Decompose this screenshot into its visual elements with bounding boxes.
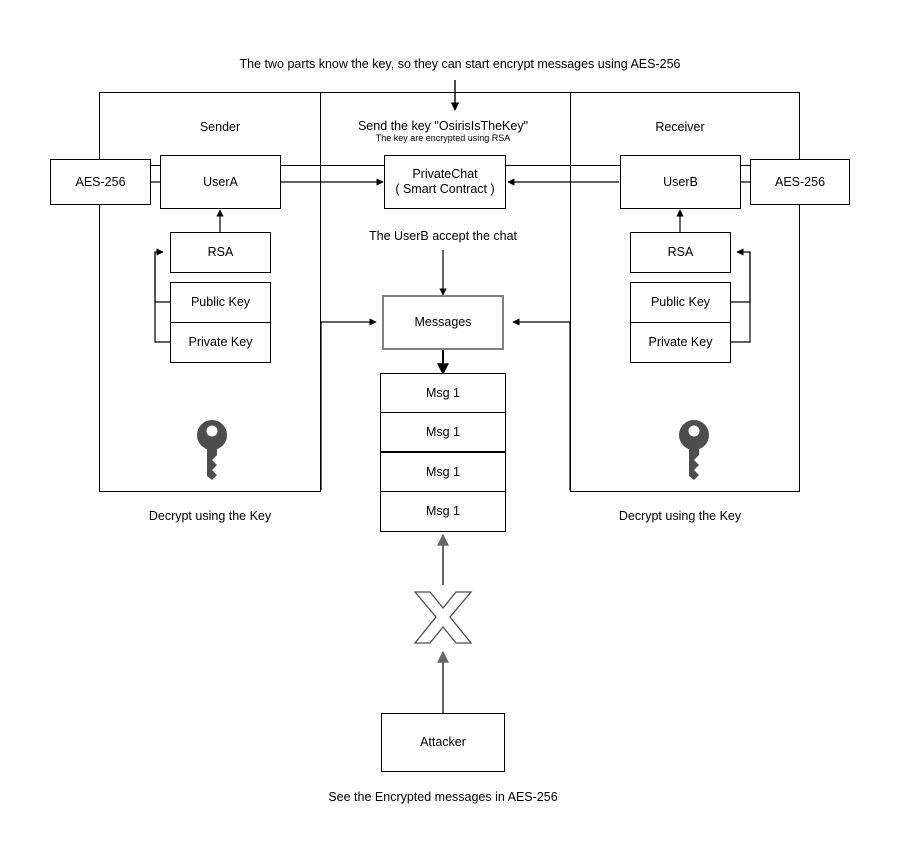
list-item[interactable]: Msg 1: [380, 491, 506, 532]
sender-label: Sender: [199, 120, 241, 134]
decrypt-left-caption: Decrypt using the Key: [148, 509, 272, 523]
x-cross-icon: [413, 591, 473, 644]
aes-256-left-box[interactable]: AES-256: [50, 159, 151, 205]
private-key-left-label: Private Key: [188, 335, 253, 349]
top-caption: The two parts know the key, so they can …: [239, 57, 681, 71]
messages-box[interactable]: Messages: [382, 295, 504, 350]
accept-chat-caption: The UserB accept the chat: [369, 229, 517, 243]
msg-label: Msg 1: [425, 424, 461, 439]
user-a-box[interactable]: UserA: [160, 155, 281, 209]
aes-256-left-label: AES-256: [75, 174, 126, 189]
send-key-subcaption: The key are encrypted using RSA: [375, 133, 511, 143]
msg-label: Msg 1: [425, 504, 461, 518]
rsa-right-box[interactable]: RSA: [630, 232, 731, 273]
receiver-group-frame: [570, 92, 800, 492]
decrypt-right-caption: Decrypt using the Key: [618, 509, 742, 523]
private-key-left-box[interactable]: Private Key: [170, 322, 271, 363]
public-key-left-label: Public Key: [190, 295, 251, 309]
aes-256-right-box[interactable]: AES-256: [750, 159, 850, 205]
user-a-label: UserA: [203, 174, 238, 189]
receiver-label: Receiver: [655, 120, 705, 134]
rsa-right-label: RSA: [667, 245, 694, 259]
private-chat-box[interactable]: PrivateChat ( Smart Contract ): [384, 155, 506, 209]
list-item[interactable]: Msg 1: [380, 373, 506, 413]
user-b-box[interactable]: UserB: [620, 155, 741, 209]
rsa-left-box[interactable]: RSA: [170, 232, 271, 273]
bottom-caption: See the Encrypted messages in AES-256: [328, 790, 558, 804]
list-item[interactable]: Msg 1: [380, 452, 506, 492]
key-icon-right: [677, 418, 711, 487]
private-key-right-label: Private Key: [648, 335, 713, 349]
aes-256-right-label: AES-256: [774, 174, 826, 189]
messages-label: Messages: [414, 315, 472, 329]
key-icon-left: [195, 418, 229, 487]
rsa-left-label: RSA: [207, 245, 234, 259]
public-key-left-box[interactable]: Public Key: [170, 282, 271, 323]
public-key-right-label: Public Key: [650, 295, 711, 309]
private-chat-label: PrivateChat: [412, 167, 478, 181]
send-key-caption: Send the key "OsirisIsTheKey": [357, 119, 529, 133]
sender-group-frame: [99, 92, 321, 492]
private-key-right-box[interactable]: Private Key: [630, 322, 731, 363]
list-item[interactable]: Msg 1: [380, 412, 506, 452]
attacker-box[interactable]: Attacker: [381, 713, 505, 772]
msg-label: Msg 1: [425, 385, 461, 400]
attacker-label: Attacker: [420, 735, 466, 749]
private-chat-sublabel: ( Smart Contract ): [395, 182, 495, 196]
public-key-right-box[interactable]: Public Key: [630, 282, 731, 323]
user-b-label: UserB: [663, 174, 698, 189]
msg-label: Msg 1: [425, 464, 461, 479]
